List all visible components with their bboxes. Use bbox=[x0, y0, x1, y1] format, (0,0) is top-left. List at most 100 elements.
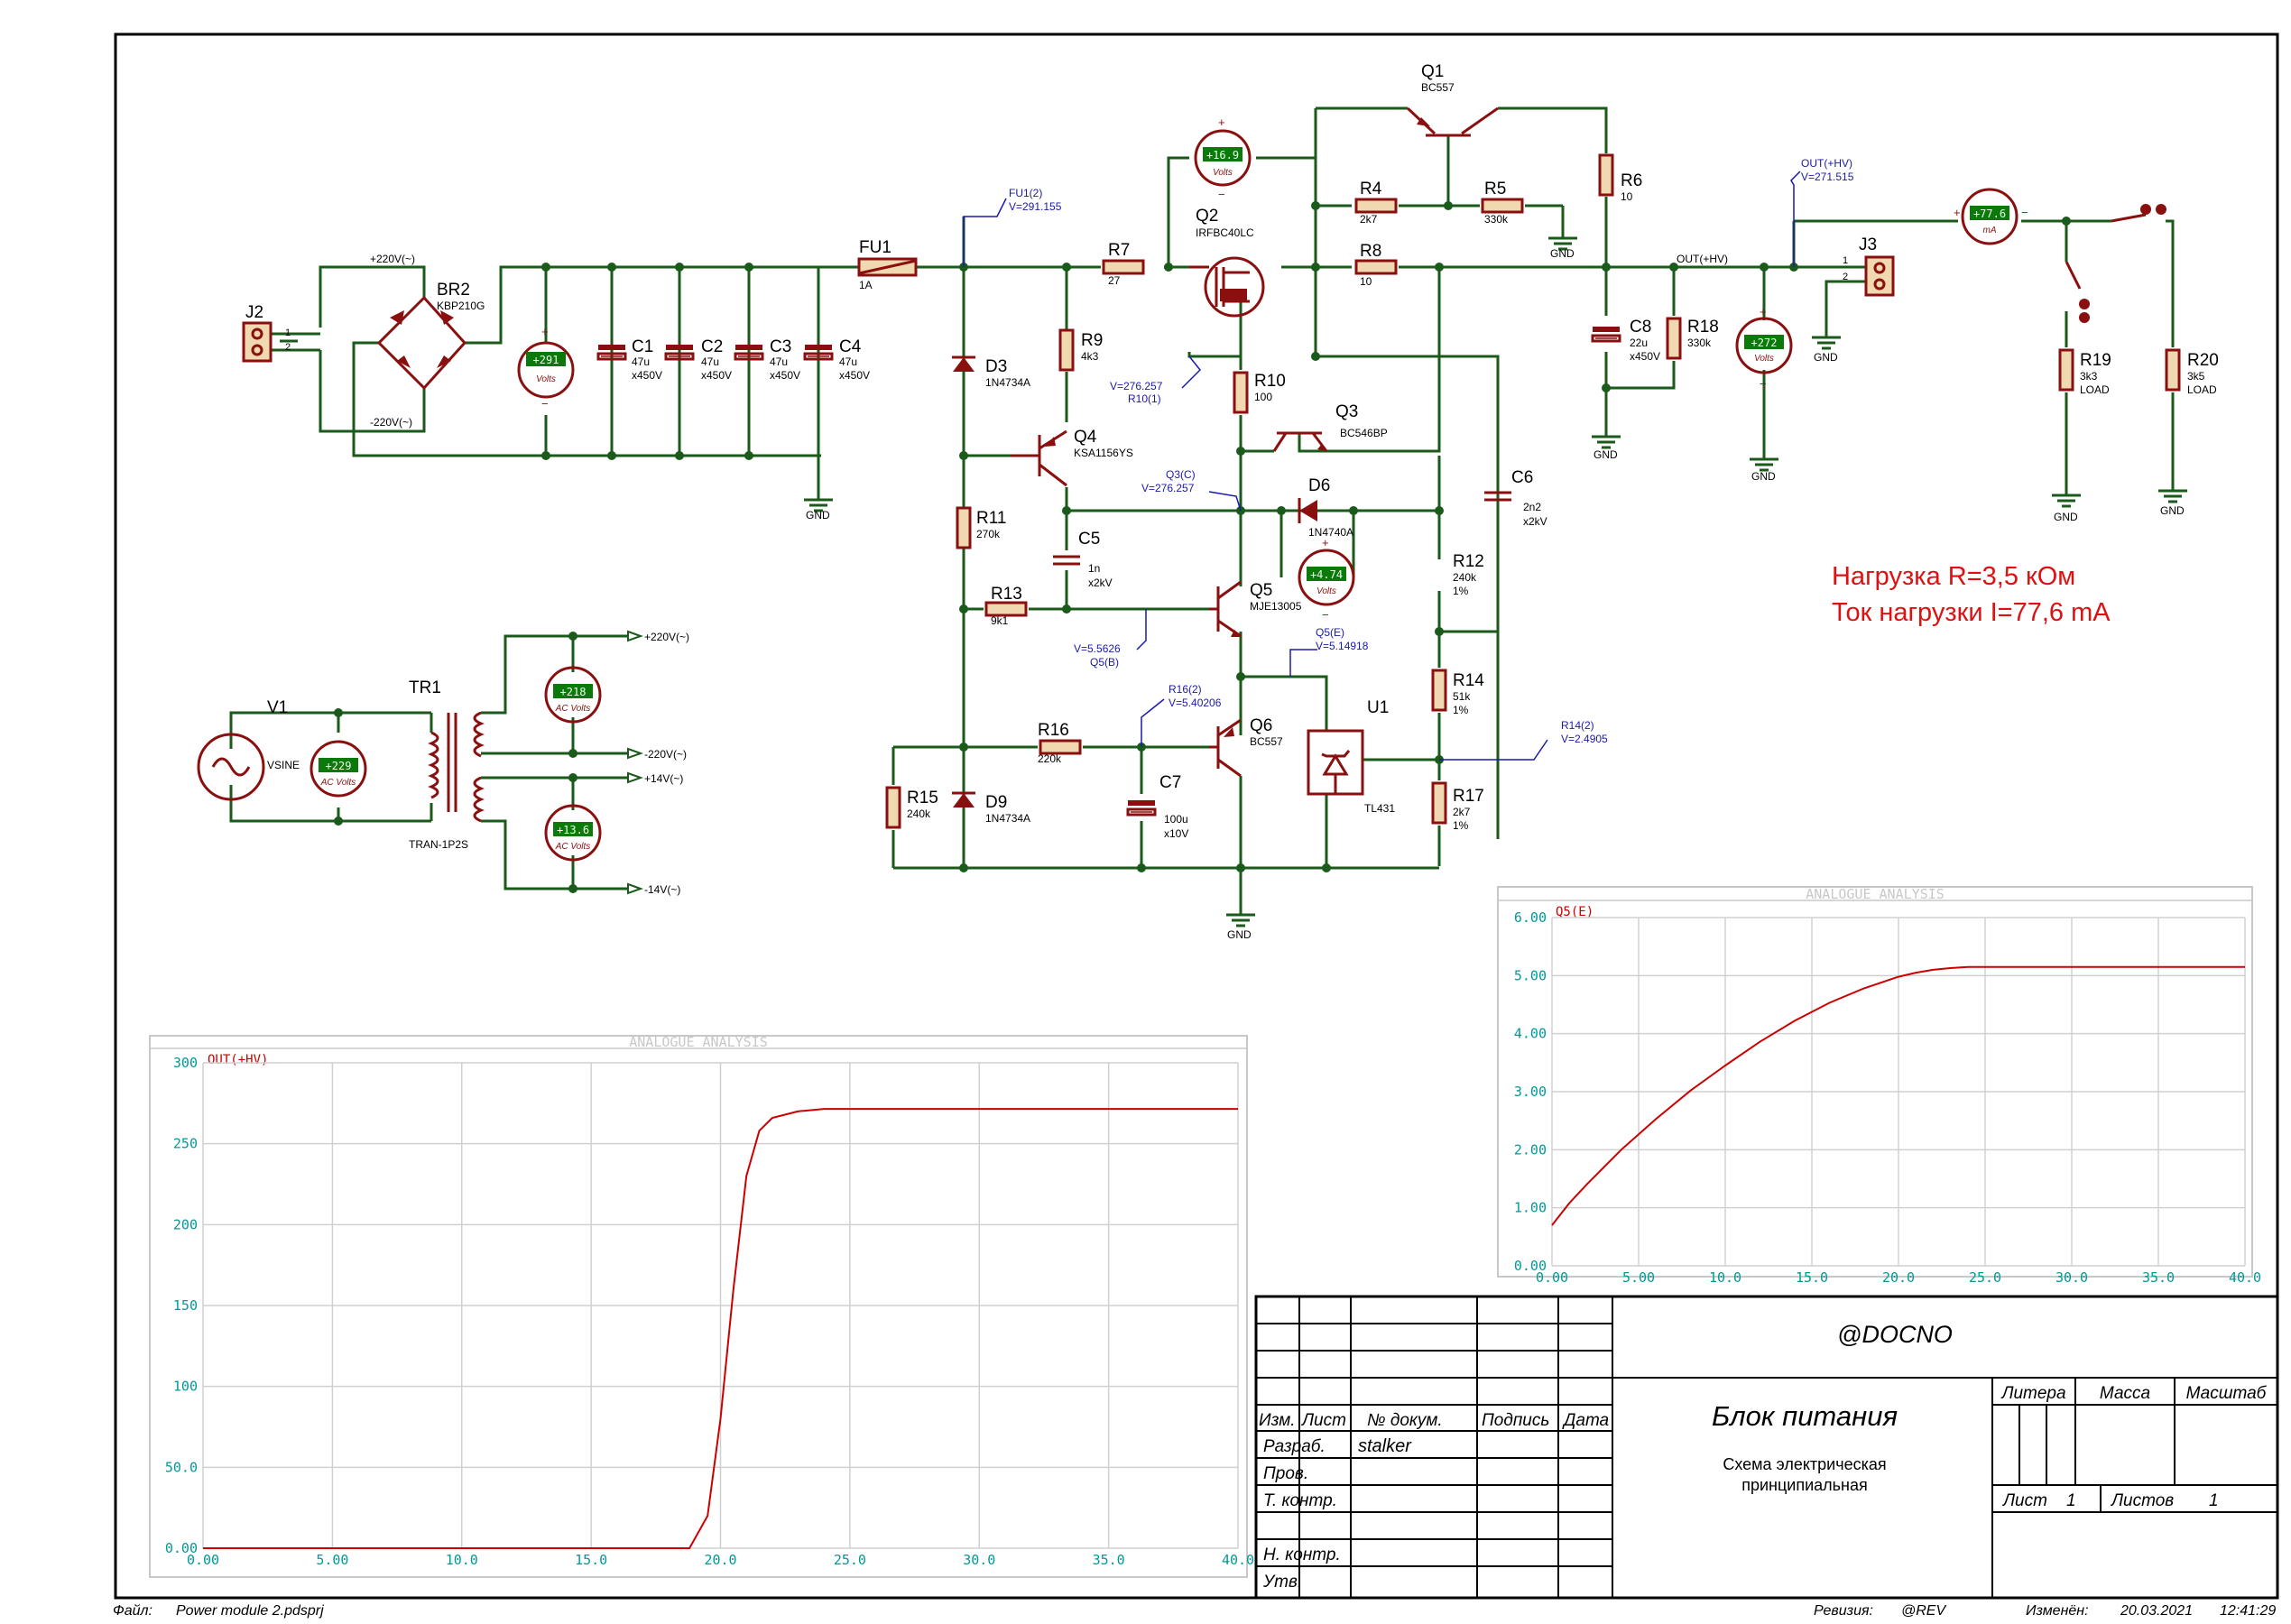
meter-q2-reading: +16.9 bbox=[1206, 149, 1239, 161]
rat-c3: x450V bbox=[770, 369, 800, 382]
chart2-xtick: 25.0 bbox=[1969, 1269, 2001, 1286]
meter-q2-plus: + bbox=[1218, 115, 1225, 129]
tb-litera: Литера bbox=[2000, 1384, 2065, 1403]
chart2-ytick: 3.00 bbox=[1514, 1084, 1547, 1100]
val-r6: 10 bbox=[1621, 190, 1633, 203]
tb-razrab: Разраб. bbox=[1263, 1437, 1326, 1456]
val-r20: 3k5 bbox=[2187, 370, 2205, 383]
rat-r12: 1% bbox=[1453, 585, 1469, 597]
rat-c2: x450V bbox=[701, 369, 732, 382]
val-r5: 330k bbox=[1484, 213, 1509, 226]
val-d9: 1N4734A bbox=[985, 812, 1030, 825]
gnd-label-6: GND bbox=[1751, 470, 1776, 483]
meter-symbols bbox=[309, 129, 2018, 862]
chart1-ytick: 150 bbox=[173, 1297, 198, 1314]
val-r18: 330k bbox=[1687, 337, 1712, 349]
val-r19: 3k3 bbox=[2080, 370, 2098, 383]
source-v1-symbol bbox=[197, 733, 265, 801]
ref-c7: C7 bbox=[1159, 773, 1181, 792]
val-r15: 240k bbox=[907, 807, 931, 820]
chart2-xtick: 15.0 bbox=[1796, 1269, 1828, 1286]
val-c6: 2n2 bbox=[1523, 501, 1541, 513]
gnd-label-8: GND bbox=[2160, 504, 2185, 517]
annotation-load-current: Ток нагрузки I=77,6 mA bbox=[1832, 598, 2111, 627]
chart1-ytick: 300 bbox=[173, 1055, 198, 1071]
chart1-ytick: 200 bbox=[173, 1216, 198, 1232]
ref-q4: Q4 bbox=[1074, 428, 1097, 447]
net-plus220-top: +220V(~) bbox=[370, 253, 415, 265]
title-block: @DOCNO Блок питания Схема электрическая … bbox=[1254, 1295, 2279, 1600]
ref-r14: R14 bbox=[1453, 671, 1484, 690]
chart1-xtick: 30.0 bbox=[963, 1552, 995, 1568]
meter-tr1-unit: AC Volts bbox=[555, 704, 591, 714]
tb-prov: Пров. bbox=[1263, 1464, 1308, 1483]
chart1-xtick: 5.00 bbox=[316, 1552, 348, 1568]
chart2-ytick: 2.00 bbox=[1514, 1141, 1547, 1158]
chart1-xtick: 35.0 bbox=[1093, 1552, 1125, 1568]
rat-c7: x10V bbox=[1164, 827, 1188, 840]
ref-r7: R7 bbox=[1108, 241, 1130, 260]
tb-col-list: Лист bbox=[1300, 1411, 1346, 1430]
junctions bbox=[334, 201, 2071, 893]
ref-r17: R17 bbox=[1453, 787, 1484, 806]
ref-c3: C3 bbox=[770, 337, 791, 356]
meter-d6-minus: − bbox=[1322, 608, 1329, 622]
footer-changed-label: Изменён: bbox=[2026, 1603, 2089, 1619]
val-d3: 1N4734A bbox=[985, 376, 1030, 389]
meter-v1-reading: +229 bbox=[326, 760, 352, 772]
ref-r20: R20 bbox=[2187, 351, 2219, 370]
footer: Файл: Power module 2.pdsprj Ревизия: @RE… bbox=[113, 1603, 2276, 1619]
tb-nkontr: Н. контр. bbox=[1263, 1546, 1341, 1564]
footer-rev-val: @REV bbox=[1901, 1603, 1946, 1619]
net-labels: +220V(~) -220V(~) +220V(~) -220V(~) +14V… bbox=[285, 247, 2185, 941]
meter-out-unit: Volts bbox=[1754, 354, 1774, 364]
chart1-xtick: 15.0 bbox=[575, 1552, 607, 1568]
probe-r14-value: V=2.4905 bbox=[1561, 733, 1608, 745]
rat-c6: x2kV bbox=[1523, 515, 1547, 528]
probe-r10-value: V=276.257 bbox=[1110, 380, 1163, 392]
regulator-u1-symbol bbox=[1307, 729, 1364, 796]
ref-r16: R16 bbox=[1038, 721, 1069, 740]
chart2-xtick: 0.00 bbox=[1536, 1269, 1568, 1286]
val-c4: 47u bbox=[839, 355, 857, 368]
pin-j2-1: 1 bbox=[285, 328, 291, 338]
transistor-q1-symbol bbox=[1406, 106, 1499, 137]
gnd-label-2: GND bbox=[1227, 928, 1252, 941]
annotation-load-resistance: Нагрузка R=3,5 кОм bbox=[1832, 562, 2075, 591]
val-c1: 47u bbox=[632, 355, 650, 368]
chart1-xtick: 20.0 bbox=[704, 1552, 736, 1568]
meter-c1-minus: − bbox=[541, 397, 549, 411]
probe-q5b-value: V=5.5626 bbox=[1074, 642, 1121, 655]
meter-ma-minus: − bbox=[2021, 206, 2028, 219]
rat-c4: x450V bbox=[839, 369, 870, 382]
val-r7: 27 bbox=[1108, 274, 1121, 287]
meter-q2-minus: − bbox=[1218, 188, 1225, 201]
ref-r12: R12 bbox=[1453, 552, 1484, 571]
probe-arrows bbox=[963, 171, 1801, 761]
meter-d6-unit: Volts bbox=[1316, 586, 1336, 596]
probe-r14-name: R14(2) bbox=[1561, 719, 1594, 732]
ref-q5: Q5 bbox=[1250, 581, 1272, 600]
probe-r16-value: V=5.40206 bbox=[1169, 697, 1222, 709]
pin-j2-2: 2 bbox=[285, 342, 291, 353]
ref-r8: R8 bbox=[1360, 242, 1381, 261]
ref-c5: C5 bbox=[1078, 530, 1100, 549]
tb-massa: Масса bbox=[2100, 1384, 2150, 1403]
pin-j3-2: 2 bbox=[1843, 272, 1848, 282]
meter-ma-reading: +77.6 bbox=[1973, 208, 2006, 220]
meter-out-minus: − bbox=[1760, 377, 1767, 391]
ref-d6: D6 bbox=[1308, 476, 1330, 495]
zener-d3-symbol bbox=[953, 357, 975, 372]
probe-labels: FU1(2) V=291.155 V=276.257 R10(1) Q3(C) … bbox=[1009, 157, 1854, 745]
ref-c1: C1 bbox=[632, 337, 653, 356]
meter-ma-plus: + bbox=[1954, 206, 1961, 219]
ref-tr1: TR1 bbox=[409, 678, 441, 697]
meter-ma-unit: mA bbox=[1983, 226, 1997, 235]
meter-readings: +291 Volts +16.9 Volts +272 Volts +77.6 … bbox=[320, 115, 2028, 852]
chart2-title: ANALOGUE ANALYSIS bbox=[1806, 886, 1945, 902]
val-r16: 220k bbox=[1038, 752, 1062, 765]
